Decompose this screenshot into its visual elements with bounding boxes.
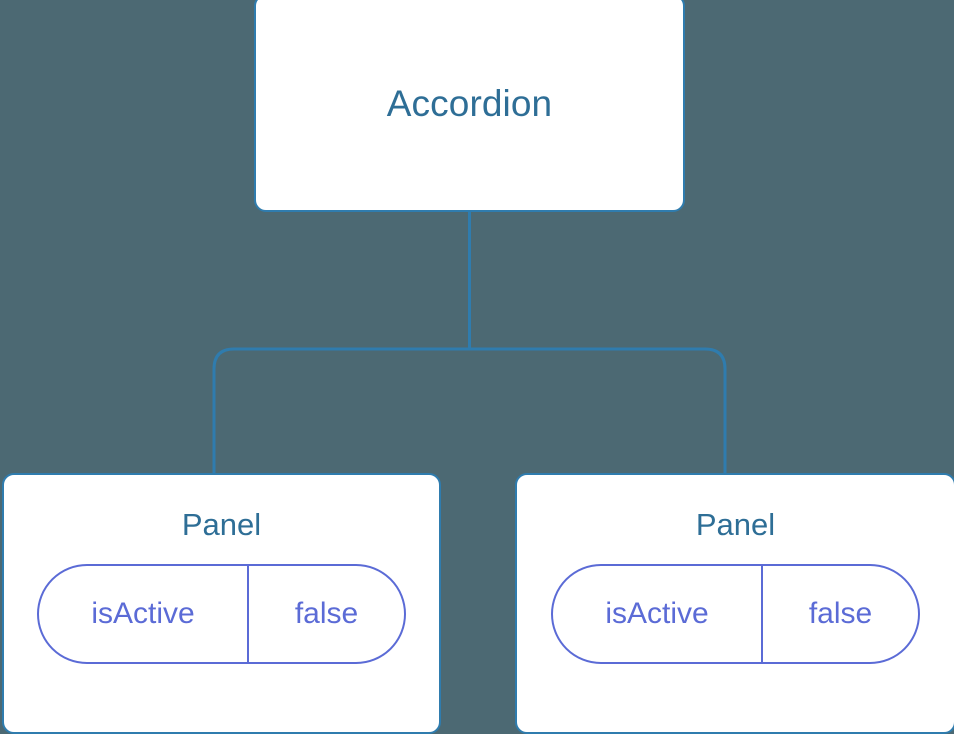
state-pill-panel-2[interactable]: isActive false bbox=[551, 564, 920, 664]
state-key-panel-2: isActive bbox=[553, 566, 763, 662]
node-panel-2[interactable]: Panel isActive false bbox=[515, 473, 954, 734]
state-key-panel-1: isActive bbox=[39, 566, 249, 662]
state-value-panel-1: false bbox=[294, 597, 359, 630]
node-accordion[interactable]: Accordion bbox=[254, 0, 685, 212]
connector-branch-bus bbox=[212, 347, 727, 481]
state-pill-panel-1[interactable]: isActive false bbox=[37, 564, 406, 664]
node-accordion-label: Accordion bbox=[386, 82, 553, 124]
node-panel-1[interactable]: Panel isActive false bbox=[2, 473, 441, 734]
node-panel-1-label: Panel bbox=[181, 507, 262, 542]
node-panel-2-label: Panel bbox=[695, 507, 776, 542]
state-value-panel-2: false bbox=[808, 597, 873, 630]
